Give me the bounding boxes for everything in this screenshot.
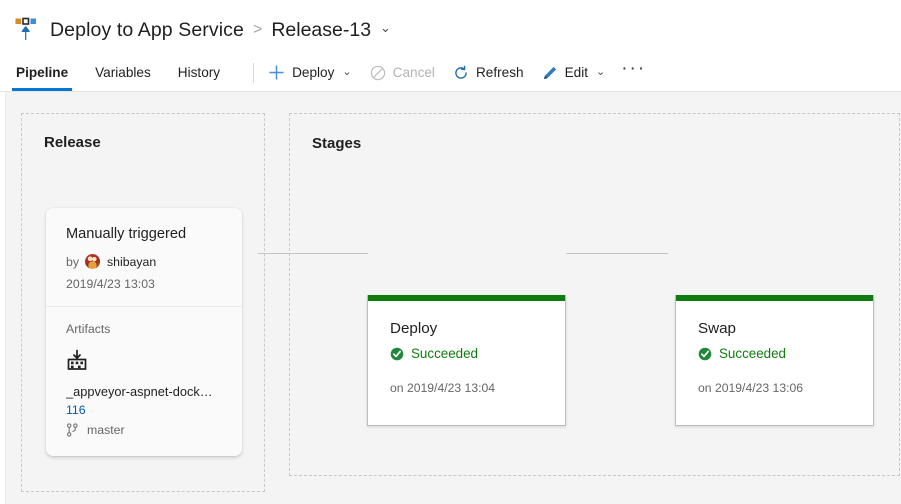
edit-button[interactable]: Edit ⌄ (542, 58, 606, 88)
stage-status-accent-bar (368, 295, 565, 301)
build-artifact-icon (66, 349, 222, 376)
refresh-button-label: Refresh (475, 65, 524, 80)
toolbar: Pipeline Variables History Deploy ⌄ (11, 54, 647, 91)
edit-chevron-down-icon[interactable]: ⌄ (596, 66, 606, 78)
branch-icon (66, 423, 79, 437)
avatar (85, 254, 100, 269)
stage-name[interactable]: Swap (698, 320, 736, 337)
pipeline-canvas: Release Manually triggered by shibayan 2… (7, 92, 901, 504)
cancel-button: Cancel (370, 58, 435, 88)
tab-history-label: History (177, 65, 221, 80)
toolbar-divider (253, 62, 255, 83)
stage-status-label: Succeeded (411, 346, 479, 361)
refresh-button[interactable]: Refresh (453, 58, 524, 88)
artifact-name[interactable]: _appveyor-aspnet-dock… (66, 384, 213, 399)
release-card[interactable]: Manually triggered by shibayan 2019/4/23… (46, 208, 242, 456)
stage-body: Swap Succeeded on 2019/4/23 13:06 (676, 301, 873, 395)
release-trigger-label[interactable]: Manually triggered (66, 226, 187, 242)
release-author: by shibayan (66, 254, 222, 269)
stage-status-accent-bar (676, 295, 873, 301)
connector-release-to-deploy (258, 253, 368, 254)
release-panel-title: Release (44, 134, 101, 151)
stage-card-deploy[interactable]: Deploy Succeeded on 2019/4/23 13:04 (367, 295, 566, 426)
stage-card-swap[interactable]: Swap Succeeded on 2019/4/23 13:06 (675, 295, 874, 426)
release-timestamp: 2019/4/23 13:03 (66, 277, 155, 291)
stages-panel-title: Stages (312, 135, 362, 152)
check-circle-icon (390, 347, 404, 361)
page-header: Deploy to App Service > Release-13 ⌄ Pip… (0, 0, 901, 92)
more-options-button[interactable]: ··· (621, 57, 647, 79)
check-circle-icon (698, 347, 712, 361)
stage-timestamp: on 2019/4/23 13:06 (698, 381, 804, 395)
stage-name[interactable]: Deploy (390, 320, 438, 337)
deploy-button-label: Deploy (292, 65, 335, 80)
artifact-version[interactable]: 116 (66, 403, 86, 417)
tab-history[interactable]: History (176, 54, 222, 91)
release-panel (21, 113, 265, 492)
artifact-branch: master (66, 423, 222, 437)
connector-deploy-to-swap (566, 253, 668, 254)
status-badge: Succeeded (698, 346, 851, 361)
stages-panel (289, 113, 900, 476)
pencil-icon (542, 65, 558, 81)
release-name[interactable]: Release-13 (271, 18, 372, 41)
tab-pipeline-label: Pipeline (16, 65, 69, 80)
stage-status-label: Succeeded (719, 346, 787, 361)
edit-button-label: Edit (564, 65, 589, 80)
chevron-down-icon[interactable]: ⌄ (380, 20, 391, 35)
artifact-branch-name: master (87, 423, 125, 437)
plus-icon (268, 64, 285, 81)
release-deploy-icon (14, 17, 38, 43)
left-edge-strip (0, 0, 6, 504)
cancel-button-label: Cancel (392, 65, 435, 80)
release-card-summary: Manually triggered by shibayan 2019/4/23… (46, 208, 242, 307)
tab-variables[interactable]: Variables (93, 54, 153, 91)
breadcrumb: Deploy to App Service > Release-13 ⌄ (14, 12, 391, 48)
release-author-name[interactable]: shibayan (107, 254, 157, 269)
header-divider (0, 91, 901, 92)
refresh-icon (453, 65, 469, 81)
tab-variables-label: Variables (95, 65, 151, 80)
release-card-artifacts: Artifacts _appveyor-aspnet-dock… 116 (46, 307, 242, 456)
stage-timestamp: on 2019/4/23 13:04 (390, 381, 496, 395)
status-badge: Succeeded (390, 346, 543, 361)
stage-body: Deploy Succeeded on 2019/4/23 13:04 (368, 301, 565, 395)
artifacts-label: Artifacts (66, 322, 111, 336)
deploy-button[interactable]: Deploy ⌄ (268, 58, 352, 88)
deploy-chevron-down-icon[interactable]: ⌄ (342, 66, 352, 78)
page-title: Deploy to App Service (50, 18, 244, 41)
tab-pipeline[interactable]: Pipeline (11, 54, 73, 91)
breadcrumb-separator: > (252, 21, 263, 38)
by-label: by (66, 254, 79, 269)
cancel-circle-icon (370, 65, 386, 81)
